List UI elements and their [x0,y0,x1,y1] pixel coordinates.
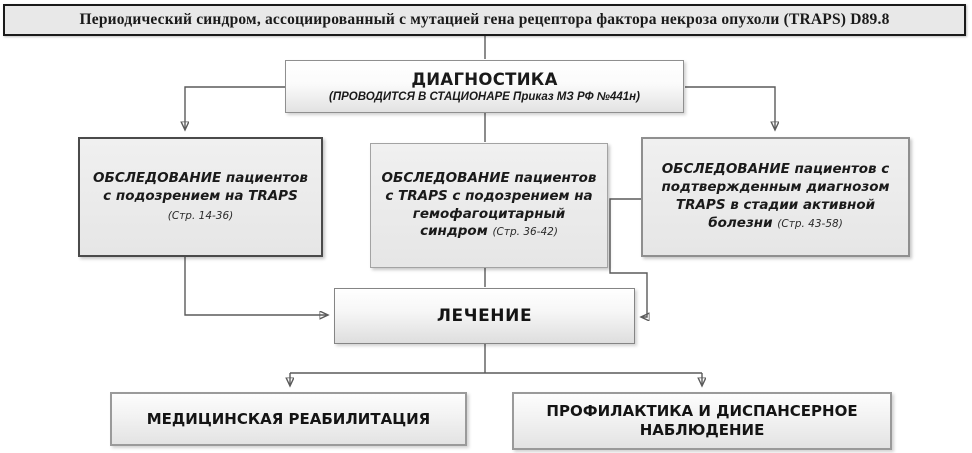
exam-hemophagocytic-pages: (Стр. 36-42) [492,226,558,239]
treatment-box: ЛЕЧЕНИЕ [334,288,635,344]
title-banner: Периодический синдром, ассоциированный с… [3,4,966,36]
prophylaxis-title: ПРОФИЛАКТИКА И ДИСПАНСЕРНОЕ НАБЛЮДЕНИЕ [546,402,858,439]
diagnostics-title: ДИАГНОСТИКА [411,70,558,89]
exam-confirmed-text: ОБСЛЕДОВАНИЕ пациентов с подтвержденным … [661,161,890,231]
diagnostics-subtitle: (ПРОВОДИТСЯ В СТАЦИОНАРЕ Приказ МЗ РФ №4… [329,91,640,103]
rehabilitation-box: МЕДИЦИНСКАЯ РЕАБИЛИТАЦИЯ [110,392,467,446]
connector-left-to-treatment [184,257,327,315]
connector-diagnostics-to-left [185,86,285,129]
rehabilitation-title: МЕДИЦИНСКАЯ РЕАБИЛИТАЦИЯ [146,409,431,428]
diagnostics-box: ДИАГНОСТИКА (ПРОВОДИТСЯ В СТАЦИОНАРЕ При… [285,60,684,113]
exam-hemophagocytic-text: ОБСЛЕДОВАНИЕ пациентов с TRAPS с подозре… [381,169,597,240]
exam-suspected-text: ОБСЛЕДОВАНИЕ пациентов с подозрением на … [93,169,308,204]
exam-suspected-box: ОБСЛЕДОВАНИЕ пациентов с подозрением на … [78,137,323,257]
exam-confirmed-box: ОБСЛЕДОВАНИЕ пациентов с подтвержденным … [641,137,910,257]
treatment-title: ЛЕЧЕНИЕ [436,306,533,326]
exam-confirmed-pages: (Стр. 43-58) [777,217,843,230]
exam-hemophagocytic-box: ОБСЛЕДОВАНИЕ пациентов с TRAPS с подозре… [370,143,608,268]
prophylaxis-box: ПРОФИЛАКТИКА И ДИСПАНСЕРНОЕ НАБЛЮДЕНИЕ [512,392,892,450]
connector-diagnostics-to-right [685,86,775,129]
exam-suspected-pages: (Стр. 14-36) [167,210,234,223]
title-banner-text: Периодический синдром, ассоциированный с… [79,11,890,28]
